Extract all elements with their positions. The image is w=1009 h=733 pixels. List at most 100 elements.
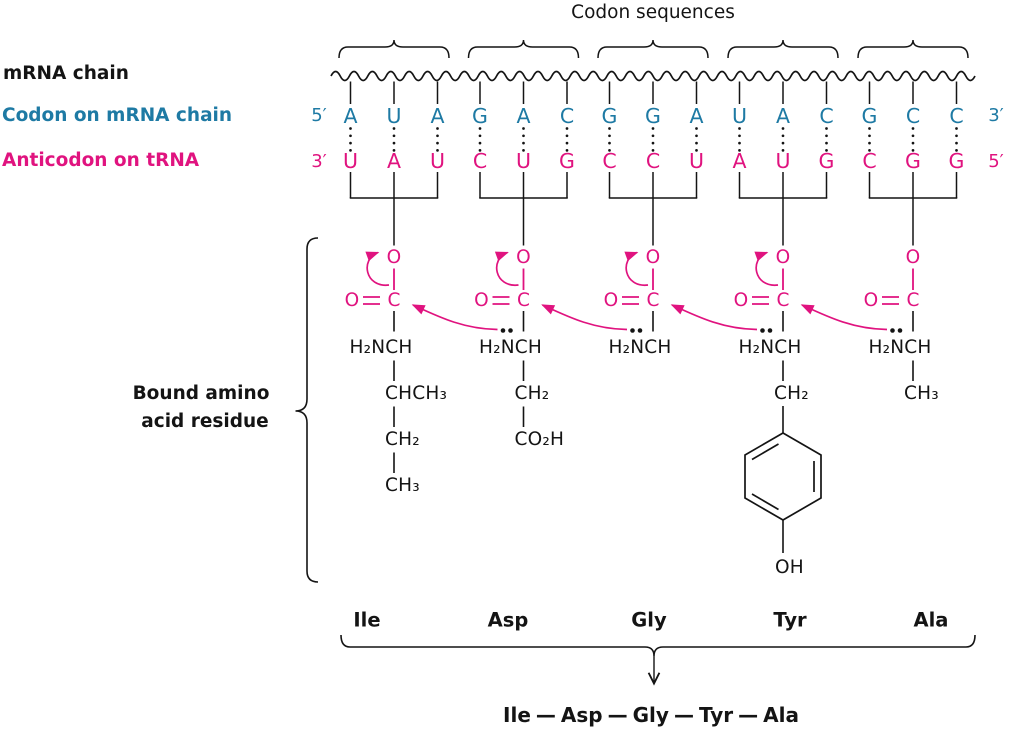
peptide-bond: — <box>535 702 556 727</box>
mrna-chain-label: mRNA chain <box>3 62 129 84</box>
anticodon-5prime-label: 5′ <box>988 150 1004 172</box>
codon-letter: G <box>861 103 878 128</box>
side-chain-formula: CH₂ <box>385 428 420 450</box>
codon-letter: C <box>559 103 575 128</box>
amino-acid-name: Ile <box>353 607 381 631</box>
lone-pair <box>630 328 635 333</box>
benzene-ring <box>744 432 822 521</box>
anticodon-letter: U <box>515 148 532 173</box>
carbonyl-carbon: C <box>646 289 660 311</box>
side-chain-formula: CHCH₃ <box>385 382 448 404</box>
ester-oxygen: O <box>386 246 402 268</box>
peptide-residue: Gly <box>632 702 669 727</box>
backbone-formula: H₂NCH <box>349 336 413 358</box>
anticodon-letter: G <box>948 148 965 173</box>
lone-pair <box>890 328 895 333</box>
benzene-double-bond <box>751 443 779 461</box>
anticodon-3prime-label: 3′ <box>311 150 327 172</box>
codon-letter: G <box>472 103 488 128</box>
peptide-residue: Ile <box>503 702 531 727</box>
lone-pair <box>760 328 765 333</box>
codon-5prime-label: 5′ <box>311 105 327 126</box>
anticodon-letter: A <box>732 148 747 173</box>
backbone-formula: H₂NCH <box>608 336 672 358</box>
anticodon-letter: U <box>688 148 705 173</box>
anticodon-row-label: Anticodon on tRNA <box>2 149 200 171</box>
anticodon-letter: C <box>472 148 488 173</box>
side-chain-formula: CH₂ <box>514 382 550 404</box>
curl-arrow <box>624 251 649 286</box>
codon-letter: C <box>819 103 834 128</box>
lone-pair <box>637 328 643 333</box>
codon-letter: A <box>430 103 445 128</box>
carbonyl-carbon: C <box>776 289 790 311</box>
codon-letter: A <box>689 103 704 128</box>
codon-letter: A <box>343 103 358 128</box>
anticodon-letter: C <box>602 148 617 173</box>
lone-pair <box>897 328 903 333</box>
codon-letter: C <box>905 103 921 128</box>
lone-pair <box>508 328 513 333</box>
anticodon-letter: G <box>818 148 835 173</box>
carbonyl-oxygen: O <box>344 289 360 311</box>
peptide-sequence: Ile—Asp—Gly—Tyr—Ala <box>503 705 799 725</box>
ester-oxygen: O <box>905 246 921 268</box>
codon-letter: U <box>731 103 748 128</box>
lone-pair <box>767 328 773 333</box>
carbonyl-oxygen: O <box>863 289 879 311</box>
peptide-bond: — <box>738 702 759 727</box>
codon-letter: A <box>775 103 791 128</box>
nucleophilic-attack-arrow <box>800 304 888 331</box>
codon-brace <box>338 39 450 59</box>
nucleophilic-attack-arrow <box>670 304 758 331</box>
peptide-residue: Asp <box>560 702 603 727</box>
anticodon-letter: U <box>342 148 359 173</box>
codon-row-label: Codon on mRNA chain <box>2 104 233 126</box>
amino-acid-name: Gly <box>631 607 667 631</box>
anticodon-letter: G <box>905 148 921 173</box>
ester-oxygen: O <box>645 246 661 268</box>
peptide-bond: — <box>673 702 694 727</box>
codon-letter: C <box>949 103 964 128</box>
anticodon-letter: U <box>775 148 791 173</box>
codon-3prime-label: 3′ <box>988 105 1004 126</box>
anticodon-letter: C <box>645 148 661 173</box>
ester-oxygen: O <box>516 246 531 268</box>
backbone-formula: H₂NCH <box>738 336 802 358</box>
codon-brace <box>597 39 709 59</box>
nucleophilic-attack-arrow <box>541 304 628 331</box>
carbonyl-oxygen: O <box>733 289 749 311</box>
carbonyl-oxygen: O <box>603 289 619 311</box>
bound-residue-label-line2: acid residue <box>141 410 269 432</box>
codon-letter: G <box>601 103 618 128</box>
amino-acid-name: Asp <box>487 607 529 631</box>
peptide-residue: Tyr <box>698 702 734 727</box>
ester-oxygen: O <box>775 246 791 268</box>
curl-arrow <box>494 251 519 286</box>
lone-pair <box>500 328 506 333</box>
backbone-formula: H₂NCH <box>479 336 542 358</box>
anticodon-letter: U <box>429 148 446 173</box>
benzene-double-bond <box>751 493 779 511</box>
nucleophilic-attack-arrow <box>411 304 498 331</box>
codon-letter: U <box>386 103 402 128</box>
side-chain-formula: CH₃ <box>385 474 420 496</box>
anticodon-letter: A <box>386 148 402 173</box>
carbonyl-carbon: C <box>516 289 531 311</box>
codon-brace <box>467 39 580 59</box>
codon-brace <box>857 39 969 59</box>
peptide-residue: Ala <box>763 702 799 727</box>
bound-residue-label-line1: Bound amino <box>132 382 270 404</box>
codon-brace <box>727 39 839 59</box>
codon-letter: A <box>516 103 531 128</box>
backbone-formula: H₂NCH <box>868 336 932 358</box>
peptide-bond: — <box>607 702 628 727</box>
summary-underbrace <box>340 634 976 657</box>
amino-acid-name: Tyr <box>773 607 807 631</box>
anticodon-letter: C <box>862 148 877 173</box>
side-chain-formula: CH₃ <box>904 382 939 404</box>
carbonyl-oxygen: O <box>474 289 489 311</box>
mrna-wavy-line <box>330 70 976 82</box>
